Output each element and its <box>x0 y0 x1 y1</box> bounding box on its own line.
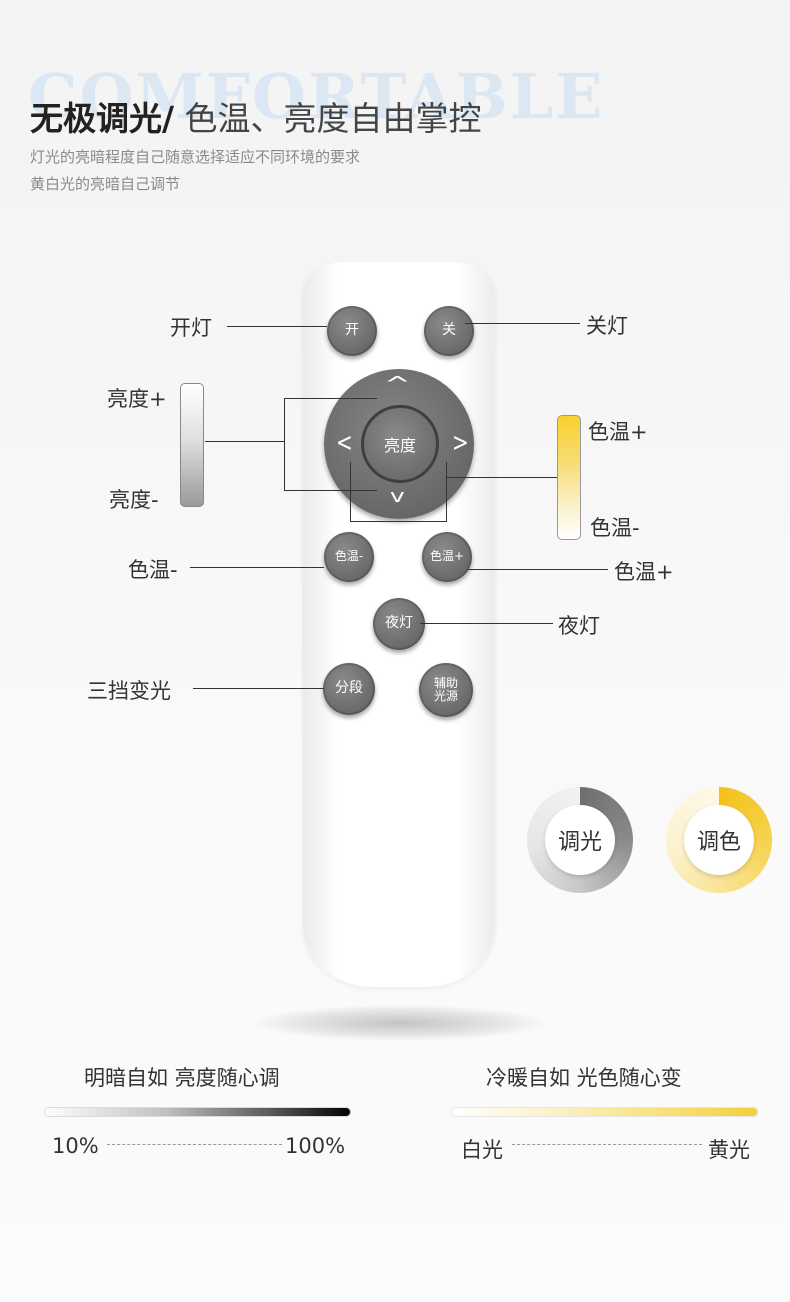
remote-shadow <box>255 1005 545 1041</box>
label-temp-plus-bar: 色温+ <box>588 420 648 444</box>
label-off: 关灯 <box>586 314 628 338</box>
brightness-max-label: 100% <box>285 1134 346 1158</box>
line-temp-left-v <box>350 462 351 522</box>
line-brightness-h <box>205 441 285 442</box>
line-off <box>465 323 580 324</box>
line-temp-bottom <box>350 521 446 522</box>
brightness-dotted-line <box>107 1144 282 1145</box>
line-on <box>227 326 327 327</box>
dimming-label: 调光 <box>545 805 615 875</box>
label-temp-minus-bar: 色温- <box>590 516 640 540</box>
line-temp-h <box>446 477 557 478</box>
temperature-range-bar <box>451 1107 758 1117</box>
label-temp-plus-btn: 色温+ <box>614 560 674 584</box>
line-brightness-bottom <box>284 490 377 491</box>
brightness-gradient-bar <box>180 383 204 507</box>
label-night: 夜灯 <box>558 614 600 638</box>
description-line-1: 灯光的亮暗程度自己随意选择适应不同环境的要求 <box>30 148 361 166</box>
line-brightness-top <box>284 398 377 399</box>
line-temp-minus <box>190 567 324 568</box>
line-night <box>420 623 553 624</box>
aux-light-button[interactable]: 辅助 光源 <box>419 663 473 717</box>
temp-plus-button[interactable]: 色温+ <box>422 532 472 582</box>
page-title: 无极调光/ 色温、亮度自由掌控 <box>30 92 482 140</box>
temperature-max-label: 黄光 <box>708 1138 750 1162</box>
label-brightness-minus: 亮度- <box>109 488 159 512</box>
label-on: 开灯 <box>170 316 212 340</box>
left-arrow-icon[interactable]: < <box>336 426 353 458</box>
line-three-step <box>193 688 324 689</box>
segment-button[interactable]: 分段 <box>323 663 375 715</box>
title-light: 色温、亮度自由掌控 <box>174 99 482 138</box>
title-bold: 无极调光/ <box>30 99 175 138</box>
line-brightness-v <box>284 398 285 491</box>
aux-label-line-1: 辅助 <box>433 675 458 690</box>
temperature-range-title: 冷暖自如 光色随心变 <box>486 1066 682 1090</box>
night-light-button[interactable]: 夜灯 <box>373 598 425 650</box>
brightness-range-bar <box>44 1107 351 1117</box>
description-line-2: 黄白光的亮暗自己调节 <box>30 175 181 193</box>
line-temp-right-v <box>446 462 447 522</box>
line-temp-plus <box>468 569 608 570</box>
brightness-min-label: 10% <box>52 1134 99 1158</box>
off-button[interactable]: 关 <box>424 306 474 356</box>
down-arrow-icon[interactable]: v <box>389 486 405 507</box>
temperature-gradient-bar <box>557 415 581 540</box>
watermark-text: COMFORTABLE <box>28 60 605 133</box>
label-temp-minus-btn: 色温- <box>128 558 178 582</box>
temperature-min-label: 白光 <box>461 1138 503 1162</box>
right-arrow-icon[interactable]: > <box>452 426 469 458</box>
up-arrow-icon[interactable]: ^ <box>383 372 411 396</box>
brightness-button[interactable]: 亮度 <box>361 405 439 483</box>
brightness-range-title: 明暗自如 亮度随心调 <box>84 1066 280 1090</box>
temperature-dotted-line <box>512 1144 702 1145</box>
aux-label-line-2: 光源 <box>433 689 458 703</box>
label-brightness-plus: 亮度+ <box>107 387 167 411</box>
on-button[interactable]: 开 <box>327 306 377 356</box>
color-label: 调色 <box>684 805 754 875</box>
label-three-step: 三挡变光 <box>87 679 171 703</box>
temp-minus-button[interactable]: 色温- <box>324 532 374 582</box>
